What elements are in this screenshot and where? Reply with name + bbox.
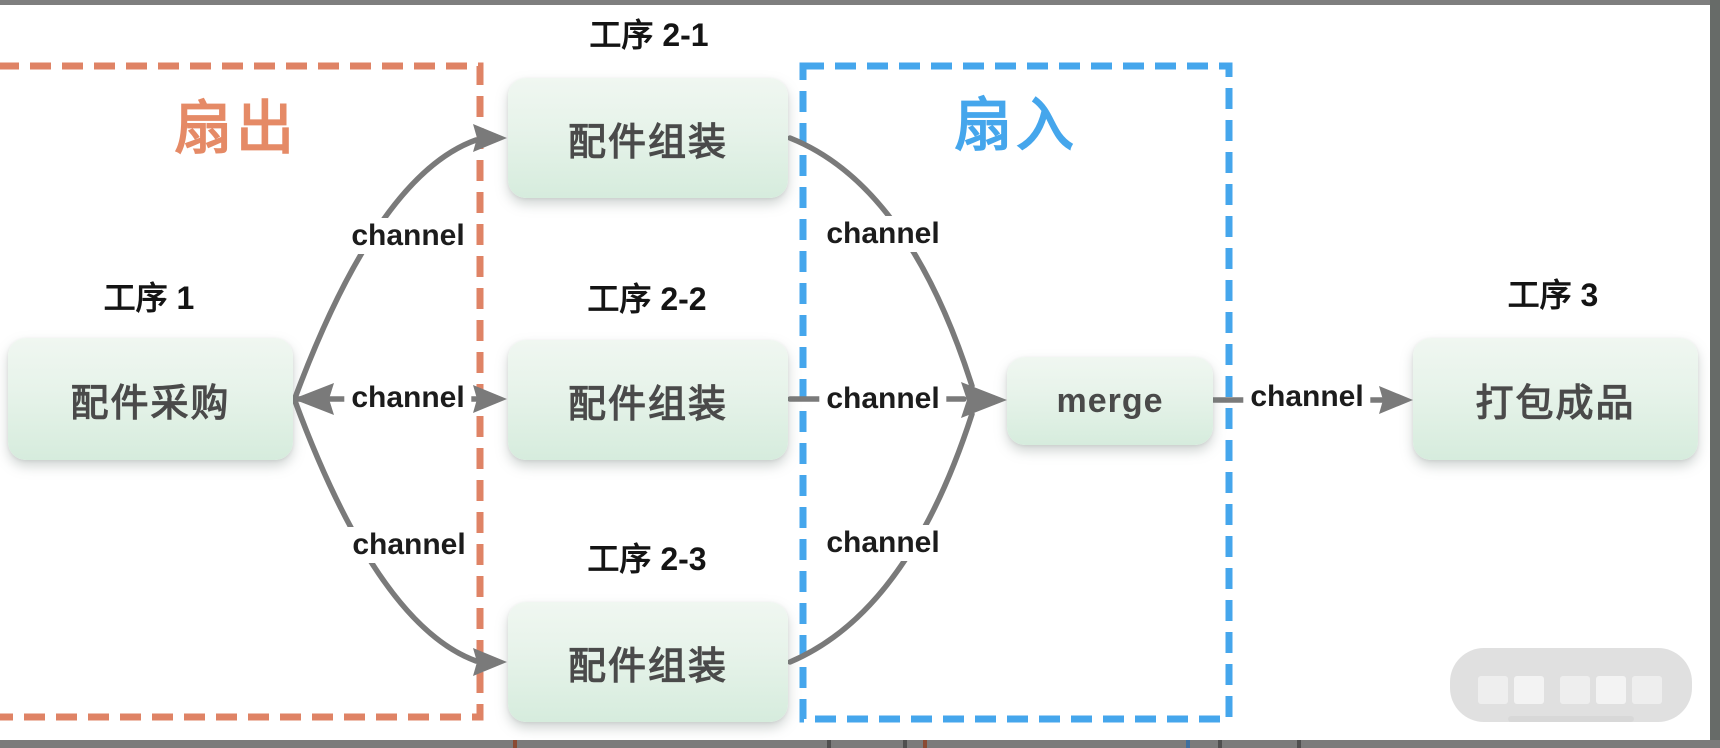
process-title-2-2: 工序 2-2 [587,281,707,317]
arrowhead-into-assemble3 [473,648,507,676]
right-frame-bar [1710,0,1720,748]
edge-label-channel-5: channel [819,381,947,417]
bottom-bar-tick [827,740,831,748]
watermark-logo [1450,648,1692,722]
arrowhead-back-at-procure [293,383,334,415]
arrowhead-into-merge [961,382,1007,418]
bottom-bar-tick [1297,740,1301,748]
fan-out-label: 扇出 [173,96,299,161]
edge-procure-assemble1 [292,137,479,401]
edge-assemble3-merge [787,411,975,665]
bottom-bar-tick [923,740,927,748]
top-frame-bar [0,0,1720,5]
bottom-bar-tick [903,740,907,748]
arrowhead-into-assemble2 [473,385,507,413]
watermark-block [1560,676,1590,704]
node-merge: merge [1007,357,1213,445]
edge-label-channel-2: channel [344,380,472,416]
edge-label-channel-6: channel [819,525,947,561]
process-title-1: 工序 1 [103,280,195,316]
node-assemble-1: 配件组装 [508,78,788,198]
watermark-block [1478,676,1508,704]
arrowhead-into-pack [1379,386,1413,414]
watermark-block [1514,676,1544,704]
arrowhead-into-assemble1 [473,124,507,152]
watermark-block [1596,676,1626,704]
node-assemble-3: 配件组装 [508,602,788,722]
fan-in-region [799,62,1233,723]
process-title-2-1: 工序 2-1 [589,17,709,53]
bottom-bar-tick [1186,740,1190,748]
fan-in-label: 扇入 [953,93,1079,158]
edge-label-channel-1: channel [344,218,472,254]
bottom-bar-tick [513,740,517,748]
node-assemble-2: 配件组装 [508,340,788,460]
bottom-bar-tick [1218,740,1222,748]
node-pack: 打包成品 [1413,338,1698,460]
watermark-foot [1508,716,1634,722]
process-title-3: 工序 3 [1507,277,1599,313]
edge-label-channel-4: channel [819,216,947,252]
edge-assemble1-merge [787,135,975,389]
process-title-2-3: 工序 2-3 [587,541,707,577]
edge-label-channel-7: channel [1243,379,1371,415]
edge-procure-assemble3 [292,398,479,664]
watermark-block [1632,676,1662,704]
bottom-frame-bar [0,740,1720,748]
edge-label-channel-3: channel [345,527,473,563]
node-procure: 配件采购 [8,338,293,460]
